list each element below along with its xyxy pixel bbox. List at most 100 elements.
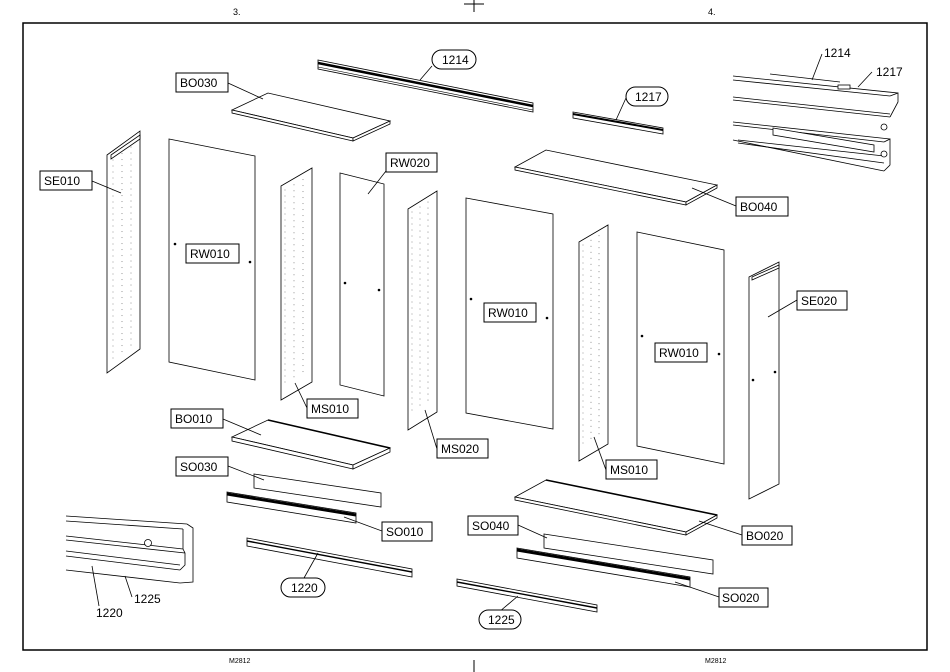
part-ms010-mid-left xyxy=(281,168,312,400)
label-rw010-left: RW010 xyxy=(190,247,230,261)
perforation-dot xyxy=(293,214,294,215)
perforation-dot xyxy=(121,267,122,268)
perforation-dot xyxy=(427,256,428,257)
perforation-dot xyxy=(598,277,599,278)
perforation-dot xyxy=(590,426,591,427)
perforation-dot xyxy=(590,258,591,259)
perforation-dot xyxy=(419,248,420,249)
perforation-dot xyxy=(598,433,599,434)
perforation-dot xyxy=(302,185,303,186)
perforation-dot xyxy=(598,265,599,266)
perforation-dot xyxy=(293,280,294,281)
perforation-dot xyxy=(419,308,420,309)
perforation-dot xyxy=(293,298,294,299)
label-rw010-right: RW010 xyxy=(659,346,699,360)
perforation-dot xyxy=(427,244,428,245)
part-1220-rail xyxy=(247,538,412,577)
label-1217-detail: 1217 xyxy=(876,65,903,79)
perforation-dot xyxy=(582,388,583,389)
part-bo040-shelf xyxy=(515,150,717,205)
perforation-dot xyxy=(419,320,420,321)
perforation-dot xyxy=(427,262,428,263)
perforation-dot xyxy=(121,321,122,322)
perforation-dot xyxy=(293,202,294,203)
perforation-dot xyxy=(419,254,420,255)
perforation-dot xyxy=(411,343,412,344)
perforation-dot xyxy=(121,213,122,214)
perforation-dot xyxy=(598,421,599,422)
perforation-dot xyxy=(112,303,113,304)
perforation-dot xyxy=(130,170,131,171)
perforation-dot xyxy=(598,331,599,332)
perforation-dot xyxy=(121,243,122,244)
perforation-dot xyxy=(284,381,285,382)
perforation-dot xyxy=(130,212,131,213)
perforation-dot xyxy=(293,250,294,251)
page-number-left: 3. xyxy=(233,7,241,17)
perforation-dot xyxy=(293,376,294,377)
perforation-dot xyxy=(112,285,113,286)
perforation-dot xyxy=(121,327,122,328)
label-bo030: BO030 xyxy=(180,76,218,90)
perforation-dot xyxy=(427,400,428,401)
perforation-dot xyxy=(284,261,285,262)
perforation-dot xyxy=(590,336,591,337)
perforation-dot xyxy=(427,388,428,389)
perforation-dot xyxy=(112,249,113,250)
perforation-dot xyxy=(590,438,591,439)
perforation-dot xyxy=(293,334,294,335)
perforation-dot xyxy=(582,418,583,419)
perforation-dot xyxy=(582,274,583,275)
perforation-dot xyxy=(427,358,428,359)
perforation-dot xyxy=(590,318,591,319)
perforation-dot xyxy=(293,328,294,329)
perforation-dot xyxy=(284,273,285,274)
perforation-dot xyxy=(419,338,420,339)
label-bo010: BO010 xyxy=(175,412,213,426)
perforation-dot xyxy=(419,374,420,375)
perforation-dot xyxy=(121,195,122,196)
page-number-right: 4. xyxy=(708,7,716,17)
perforation-dot xyxy=(284,345,285,346)
perforation-dot xyxy=(582,340,583,341)
perforation-dot xyxy=(598,319,599,320)
perforation-dot xyxy=(590,300,591,301)
label-so010: SO010 xyxy=(386,525,424,539)
perforation-dot xyxy=(411,409,412,410)
perforation-dot xyxy=(419,332,420,333)
perforation-dot xyxy=(112,327,113,328)
perforation-dot xyxy=(590,252,591,253)
perforation-dot xyxy=(112,171,113,172)
perforation-dot xyxy=(293,310,294,311)
perforation-dot xyxy=(598,379,599,380)
perforation-dot xyxy=(598,415,599,416)
perforation-dot xyxy=(293,184,294,185)
perforation-dot xyxy=(590,420,591,421)
perforation-dot xyxy=(419,380,420,381)
perforation-dot xyxy=(411,259,412,260)
perforation-dot xyxy=(302,317,303,318)
perforation-dot xyxy=(130,284,131,285)
perforation-dot xyxy=(598,253,599,254)
perforation-dot xyxy=(284,225,285,226)
perforation-dot xyxy=(112,273,113,274)
perforation-dot xyxy=(419,230,420,231)
perforation-dot xyxy=(130,176,131,177)
perforation-dot xyxy=(112,351,113,352)
perforation-dot xyxy=(284,267,285,268)
perforation-dot xyxy=(582,298,583,299)
perforation-dot xyxy=(302,179,303,180)
perforation-dot xyxy=(411,283,412,284)
perforation-dot xyxy=(427,214,428,215)
perforation-dot xyxy=(427,280,428,281)
perforation-dot xyxy=(411,289,412,290)
perforation-dot xyxy=(293,226,294,227)
label-1214-detail: 1214 xyxy=(824,46,851,60)
perforation-dot xyxy=(284,375,285,376)
part-se020-side xyxy=(749,262,779,499)
perforation-dot xyxy=(293,244,294,245)
perforation-dot xyxy=(112,261,113,262)
perforation-dot xyxy=(293,340,294,341)
perforation-dot xyxy=(419,206,420,207)
perforation-dot xyxy=(284,219,285,220)
